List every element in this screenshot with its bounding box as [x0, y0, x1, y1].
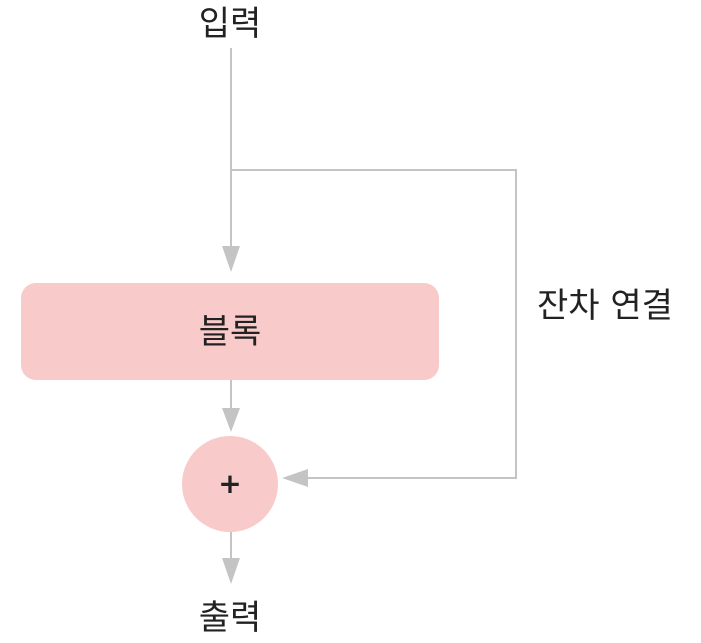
block-node: 블록: [21, 283, 439, 380]
arrowhead-into-output: [222, 558, 240, 584]
arrowhead-into-add: [222, 408, 240, 432]
residual-connection-line: [231, 169, 517, 479]
input-label: 입력: [198, 4, 262, 44]
add-symbol: +: [218, 467, 242, 500]
block-label: 블록: [198, 311, 262, 352]
arrowhead-into-block: [222, 246, 240, 272]
arrowhead-residual-into-add: [282, 469, 308, 487]
residual-connection-label: 잔차 연결: [537, 286, 673, 326]
output-label: 출력: [198, 598, 262, 638]
add-node: +: [182, 436, 278, 532]
